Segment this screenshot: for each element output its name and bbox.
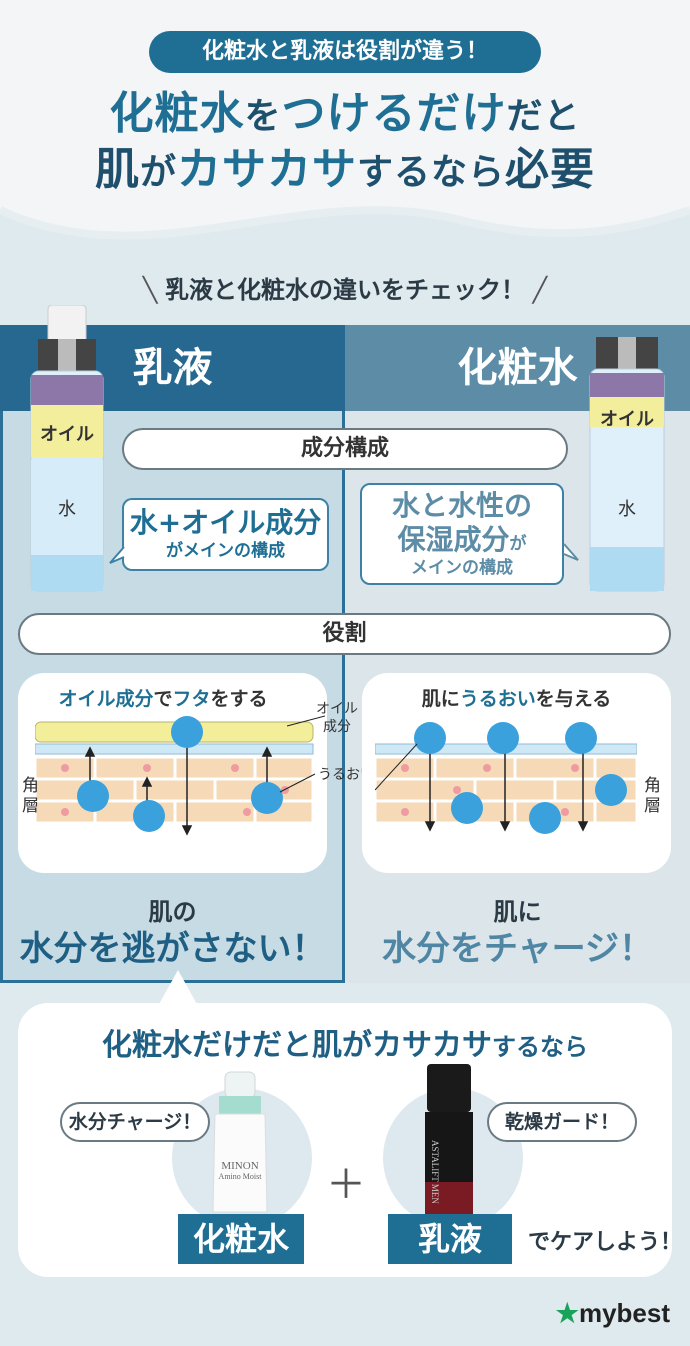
recommendation-title: 化粧水だけだと肌がカサカサするなら: [102, 1028, 588, 1063]
subheading: ╲ 乳液と化粧水の違いをチェック！ ╱: [142, 276, 548, 304]
bubble-tail: [563, 543, 579, 561]
mybest-logo: ★mybest: [555, 1298, 670, 1328]
minon-label: MINON Amino Moist: [218, 1160, 262, 1181]
oil-component-label: オイル成分: [316, 701, 358, 735]
lotion-result: 肌に 水分をチャージ！: [382, 898, 653, 969]
moisture-label: うるおい: [318, 767, 374, 783]
lotion-role-title: 肌にうるおいを与える: [421, 688, 612, 710]
header-pill: 化粧水と乳液は役割が違う！: [149, 31, 541, 73]
lotion-oil-label: オイル: [600, 409, 654, 430]
minon-lotion-product-icon: [212, 1071, 268, 1213]
emulsion-composition-bubble: 水+オイル成分 がメインの構成: [122, 498, 329, 571]
emulsion-oil-label: オイル: [40, 424, 94, 445]
headline-line2: 肌がカサカサするなら必要: [94, 144, 596, 195]
emulsion-water-label: 水: [58, 499, 76, 520]
headline-line1: 化粧水をつけるだけだと: [109, 88, 581, 139]
lotion-skin-diagram: [375, 722, 637, 834]
plus-sign: ＋: [326, 1162, 366, 1208]
lotion-tag: 化粧水: [178, 1214, 304, 1264]
moisture-charge-bubble: 水分チャージ！: [60, 1102, 210, 1142]
lotion-water-label: 水: [618, 499, 636, 520]
astalift-label: ASTALIFT MEN: [430, 1140, 440, 1204]
lotion-bottle-icon: [589, 337, 665, 592]
emulsion-tag: 乳液: [388, 1214, 512, 1264]
care-suffix: でケアしよう！: [528, 1230, 683, 1255]
card-pointer: [158, 970, 198, 1006]
role-bar: 役割: [18, 613, 671, 655]
stratum-corneum-left-label: 角層: [22, 776, 39, 816]
dryness-guard-bubble: 乾燥ガード！: [487, 1102, 637, 1142]
star-icon: ★: [555, 1298, 579, 1328]
emulsion-bottle-icon: [30, 305, 104, 592]
header-wave: [0, 206, 690, 290]
emulsion-result: 肌の 水分を逃がさない！: [19, 898, 326, 969]
emulsion-skin-diagram: [35, 715, 325, 836]
lotion-composition-bubble: 水と水性の 保湿成分が メインの構成: [360, 483, 564, 585]
composition-bar: 成分構成: [122, 428, 568, 470]
bubble-tail: [109, 546, 125, 564]
astalift-emulsion-product-icon: [425, 1064, 473, 1216]
stratum-corneum-right-label: 角層: [644, 776, 661, 816]
emulsion-role-title: オイル成分でフタをする: [58, 688, 268, 710]
